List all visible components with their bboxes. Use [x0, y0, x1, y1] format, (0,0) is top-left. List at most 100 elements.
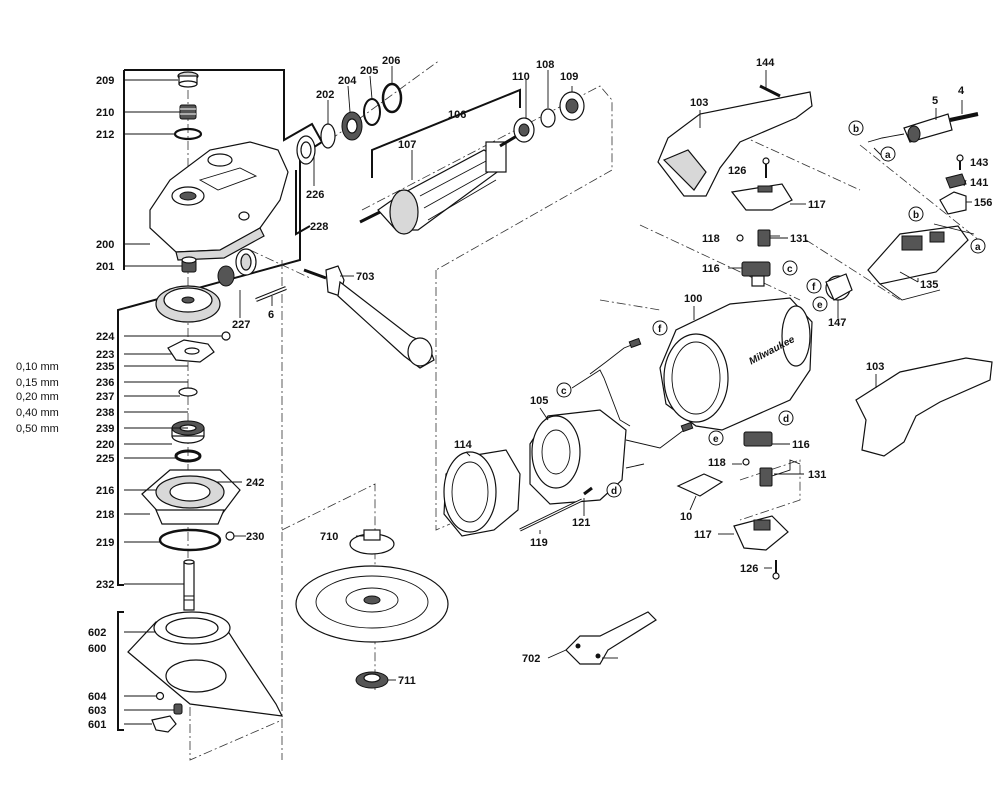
- guard-group-bracket: [117, 611, 124, 731]
- label-227: 227: [232, 319, 250, 331]
- brush-cover-117-top: [730, 183, 793, 211]
- label-110: 110: [512, 71, 530, 83]
- label-209: 209: [96, 75, 114, 87]
- screw-224: [221, 331, 231, 341]
- label-202: 202: [316, 89, 334, 101]
- label-230: 230: [246, 531, 264, 543]
- label-710: 710: [320, 531, 338, 543]
- svg-text:b: b: [913, 210, 919, 221]
- screw-121: [583, 486, 593, 496]
- brush-cover-117-bottom: [733, 515, 789, 551]
- cable-protector-5: [903, 113, 953, 143]
- bevel-gear: [155, 285, 221, 323]
- bearing-109: [559, 91, 585, 121]
- label-107: 107: [398, 139, 416, 151]
- label-103-bottom: 103: [866, 361, 884, 373]
- ring-205: [363, 98, 381, 126]
- label-232: 232: [96, 579, 114, 591]
- label-106: 106: [448, 109, 466, 121]
- label-204: 204: [338, 75, 357, 87]
- bearing-flange-223: [167, 339, 215, 363]
- svg-text:c: c: [561, 386, 567, 397]
- connector-c-1: c: [782, 260, 798, 276]
- label-225: 225: [96, 453, 114, 465]
- svg-text:f: f: [658, 324, 662, 335]
- shim-washer: [178, 387, 198, 397]
- label-224: 224: [96, 331, 115, 343]
- bushing-201: [181, 256, 197, 273]
- connector-b-1: b: [848, 120, 864, 136]
- armature-group-bracket: [371, 88, 521, 178]
- clip-141: [945, 173, 967, 189]
- pinion-228: [235, 248, 257, 276]
- needle-bearing-227: [217, 265, 235, 287]
- label-141: 141: [970, 177, 988, 189]
- ring-108: [540, 108, 556, 128]
- svg-text:e: e: [817, 300, 823, 311]
- side-handle-703: [303, 265, 435, 369]
- circlip-206: [381, 82, 403, 114]
- label-601: 601: [88, 719, 106, 731]
- screw-118-top: [736, 234, 744, 242]
- label-5: 5: [932, 95, 938, 107]
- label-116-bottom: 116: [792, 439, 810, 451]
- label-131-top: 131: [790, 233, 808, 245]
- spindle-flange: [141, 469, 241, 525]
- label-117-top: 117: [808, 199, 826, 211]
- baffle-ring-114: [443, 449, 521, 537]
- wires: [571, 147, 975, 469]
- o-ring-219: [158, 528, 222, 552]
- label-4: 4: [958, 85, 965, 97]
- bearing-110: [513, 117, 535, 143]
- leader-lines: [124, 66, 972, 725]
- connector-d-1: d: [778, 410, 794, 426]
- shim-thickness-235: 0,10 mm: [16, 361, 59, 373]
- spindle-232: [183, 559, 195, 611]
- label-216: 216: [96, 485, 114, 497]
- label-237: 237: [96, 391, 114, 403]
- connector-e-1: e: [812, 296, 828, 312]
- screw-126-top: [762, 157, 770, 178]
- shim-thickness-237: 0,20 mm: [16, 391, 59, 403]
- label-702: 702: [522, 653, 540, 665]
- connector-a-2: a: [970, 238, 986, 254]
- label-108: 108: [536, 59, 554, 71]
- pin-603: [173, 703, 183, 715]
- nut-226: [296, 135, 316, 165]
- label-10: 10: [680, 511, 692, 523]
- label-126-bottom: 126: [740, 563, 758, 575]
- connector-c-2: c: [556, 382, 572, 398]
- label-219: 219: [96, 537, 114, 549]
- part-labels: 209 210 212 200 201 224 223 0,10 mm 235 …: [16, 55, 992, 731]
- label-235: 235: [96, 361, 114, 373]
- label-602: 602: [88, 627, 106, 639]
- spring: [179, 104, 197, 120]
- label-135: 135: [920, 279, 938, 291]
- label-118-top: 118: [702, 233, 720, 245]
- connector-f-2: f: [652, 320, 668, 336]
- washer-202: [320, 123, 336, 149]
- handle-half-upper-103: [657, 91, 813, 197]
- screw-604: [155, 691, 165, 701]
- svg-text:c: c: [787, 264, 793, 275]
- label-100: 100: [684, 293, 702, 305]
- label-116-top: 116: [702, 263, 720, 275]
- label-212: 212: [96, 129, 114, 141]
- label-143: 143: [970, 157, 988, 169]
- lever-601: [151, 715, 177, 733]
- wheel-guard: [127, 611, 284, 717]
- label-218: 218: [96, 509, 114, 521]
- label-603: 603: [88, 705, 106, 717]
- shim-thickness-238: 0,40 mm: [16, 407, 59, 419]
- insulation-10: [676, 473, 724, 497]
- connector-e-2: e: [708, 430, 724, 446]
- screw-126-bottom: [772, 560, 780, 580]
- label-119: 119: [530, 537, 548, 549]
- connector-f-1: f: [806, 278, 822, 294]
- label-118-bottom: 118: [708, 457, 726, 469]
- spanner-702: [565, 611, 657, 665]
- screw-143: [956, 154, 964, 170]
- label-239: 239: [96, 423, 114, 435]
- label-131-bottom: 131: [808, 469, 826, 481]
